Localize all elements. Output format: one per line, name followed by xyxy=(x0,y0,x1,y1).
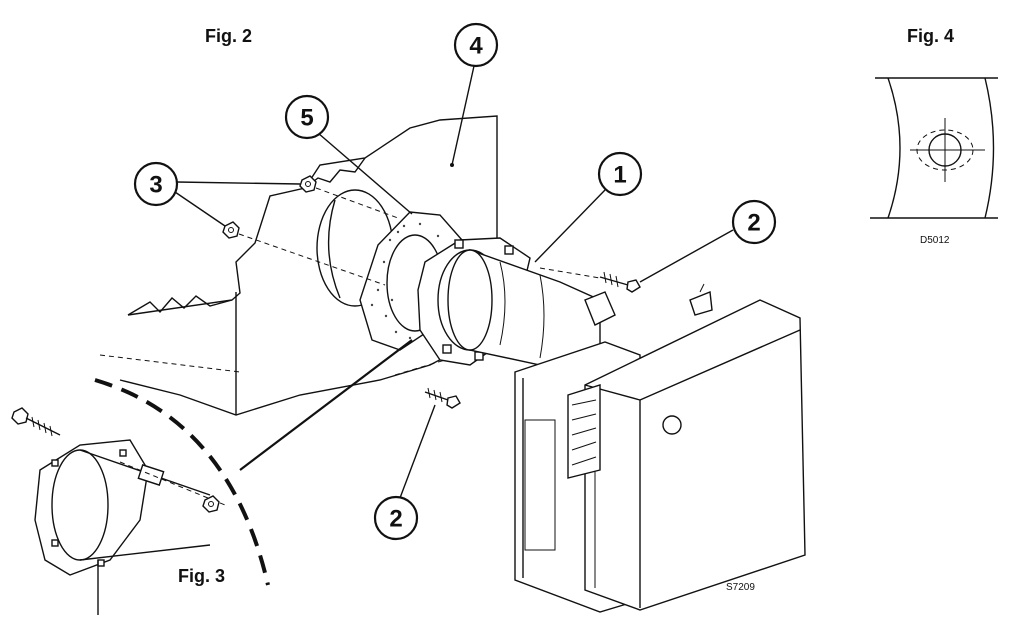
burner-housing xyxy=(514,283,806,613)
screw-upper xyxy=(599,271,641,293)
fig3-spacer xyxy=(119,461,226,506)
fig3-flange-detail xyxy=(34,439,211,576)
boiler-wall xyxy=(119,115,498,416)
drawing-code-fig4: D5012 xyxy=(920,235,950,246)
cover-screw xyxy=(662,415,682,435)
callout-4-circle xyxy=(453,22,499,68)
callout-2-bottom-number: 2 xyxy=(389,506,402,533)
fig2-label: Fig. 2 xyxy=(205,26,252,46)
callout-1-circle xyxy=(597,151,643,197)
callout-3-number: 3 xyxy=(149,172,162,199)
callout-4-number: 4 xyxy=(469,33,483,60)
fig4-label: Fig. 4 xyxy=(907,26,954,46)
fig3-label: Fig. 3 xyxy=(178,566,225,586)
fig3-dashed-arc xyxy=(94,378,270,586)
nut-upper xyxy=(299,175,317,193)
callout-2-top-number: 2 xyxy=(747,210,760,237)
callout-5-circle xyxy=(284,94,330,140)
callout-5-number: 5 xyxy=(300,105,313,132)
callout-2-bottom-circle xyxy=(373,495,419,541)
callout-1-number: 1 xyxy=(613,162,626,189)
nut-lower xyxy=(222,221,240,239)
stud-line-upper xyxy=(315,187,399,219)
callout-3-circle xyxy=(133,161,179,207)
leader-3-lower xyxy=(174,191,226,227)
leader-1 xyxy=(534,189,606,263)
leader-5 xyxy=(317,132,413,215)
screw-lower xyxy=(424,387,461,409)
drawing-code-main: S7209 xyxy=(726,582,755,593)
leader-3-upper xyxy=(176,181,301,185)
screw-line-upper xyxy=(539,267,601,279)
callout-2-top-circle xyxy=(731,199,777,245)
burner-tube xyxy=(447,249,601,366)
fig3-nut xyxy=(202,495,220,513)
fig3-pointer-line xyxy=(239,339,413,471)
stud-line-lower xyxy=(238,233,386,286)
leader-2-bottom xyxy=(399,404,436,499)
fig3-axis-dash xyxy=(99,354,241,373)
leader-2-top xyxy=(639,229,734,283)
fig4-detail xyxy=(870,77,998,219)
fig3-bolt xyxy=(11,407,61,437)
leader-4 xyxy=(451,65,475,166)
